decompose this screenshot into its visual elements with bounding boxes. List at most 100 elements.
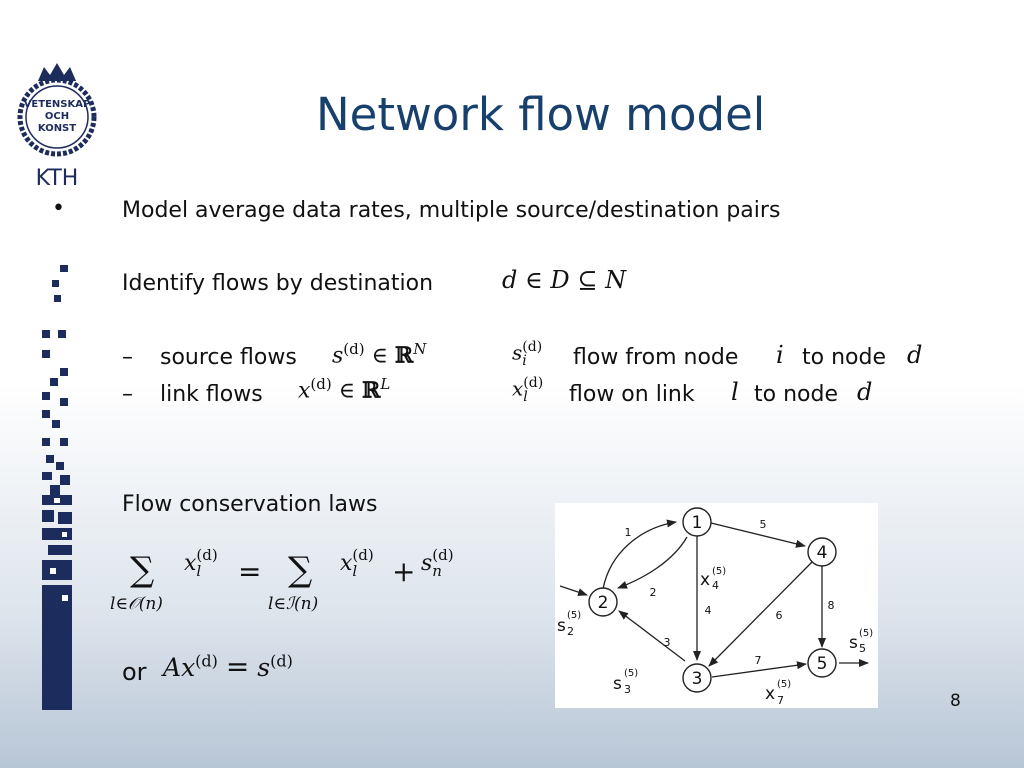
source-flow-element: s(d)i [512, 340, 542, 368]
node-2: 2 [598, 593, 609, 613]
math-link-l: l [731, 378, 739, 406]
math-sup-d: (d) [522, 339, 543, 355]
var-s2: s [557, 616, 566, 636]
math-sub-l: l [196, 561, 202, 580]
label-to-node-1: to node [802, 345, 886, 370]
math-sum-1-index: l∈𝒪(n) [110, 594, 163, 614]
math-plus: + [392, 555, 416, 588]
math-sup-d: (d) [196, 546, 218, 564]
math-sup-d: (d) [343, 340, 365, 358]
link-flow-formula: x(d) ∈ ℝL [298, 375, 390, 403]
math-s: s [421, 550, 433, 576]
link-flow-element: x(d)l [512, 376, 543, 404]
edge-label-5: 5 [760, 518, 767, 531]
math-sup-d: (d) [352, 546, 374, 564]
kth-logo: VETENSKAP OCH KONST KTH [17, 63, 97, 190]
math-reals: ℝ [362, 377, 381, 404]
node-circle-3 [682, 663, 712, 693]
edge-label-2: 2 [650, 586, 657, 599]
var-x7-sub: 7 [777, 694, 784, 707]
math-node-i: i [776, 341, 784, 369]
math-sub-l: l [352, 561, 358, 580]
node-5: 5 [817, 654, 828, 674]
node-circle-5 [807, 648, 837, 678]
page-number: 8 [950, 691, 961, 711]
math-reals: ℝ [394, 342, 414, 369]
label-link-flows: link flows [160, 382, 263, 407]
math-sub-i: i [522, 353, 527, 369]
math-node-d-1: d [907, 341, 923, 369]
math-s: s [512, 340, 523, 365]
node-circle-2 [588, 587, 618, 617]
edge-1 [602, 519, 677, 590]
conservation-lhs-term: x(d)l [184, 546, 218, 580]
matrix-form-formula: Ax(d) = s(d) [163, 650, 293, 683]
label-flow-on-link: flow on link [569, 382, 695, 407]
math-sup-d: (d) [270, 651, 293, 671]
math-sup-d: (d) [432, 546, 454, 564]
math-sum-2-index: l∈ℐ(n) [268, 594, 319, 614]
edge-2 [617, 536, 688, 589]
math-sum-1: ∑ [130, 550, 155, 590]
label-source-flows: source flows [160, 345, 297, 370]
math-s: s [332, 343, 344, 369]
slide-title: Network flow model [316, 88, 766, 141]
math-x: x [512, 376, 524, 401]
edge-3 [618, 610, 686, 662]
var-s2-sup: (5) [567, 610, 581, 621]
math-sup-d: (d) [195, 651, 218, 671]
math-equals: = [225, 650, 250, 683]
math-in: ∈ [525, 266, 543, 294]
var-s2-sub: 2 [567, 625, 574, 638]
logo-wordmark: KTH [36, 166, 79, 190]
var-s5-sub: 5 [859, 642, 866, 655]
logo-text-1: VETENSKAP [24, 99, 91, 110]
node-circle-1 [682, 507, 712, 537]
math-s: s [257, 653, 271, 682]
conservation-rhs-term: x(d)l [340, 546, 374, 580]
var-x7: x [765, 684, 775, 704]
math-a: A [163, 653, 182, 682]
math-cal-d: D [550, 266, 570, 294]
node-3: 3 [692, 669, 703, 689]
edge-label-3: 3 [664, 636, 671, 649]
math-x: x [340, 550, 353, 576]
crown-icon [38, 63, 76, 81]
math-in: ∈ [338, 378, 356, 404]
edge-6 [708, 560, 814, 667]
edge-label-6: 6 [776, 609, 783, 622]
math-x: x [181, 653, 196, 682]
network-diagram: 1 2 3 4 5 1 2 3 4 5 6 7 8 x (5) 4 s (5) … [555, 503, 878, 708]
logo-text-3: KONST [38, 123, 76, 134]
math-sub-n: n [432, 561, 442, 580]
edge-label-1: 1 [625, 526, 632, 539]
math-sup-d: (d) [523, 375, 544, 391]
var-s3-sup: (5) [624, 668, 638, 679]
label-flow-conservation: Flow conservation laws [122, 492, 378, 517]
label-flow-from-node: flow from node [573, 345, 739, 370]
line-identify-flows: Identify flows by destination [122, 271, 434, 296]
conservation-source-term: s(d)n [421, 546, 454, 580]
var-s3-sub: 3 [624, 683, 631, 696]
var-x7-sup: (5) [777, 679, 791, 690]
var-s5-sup: (5) [859, 628, 873, 639]
math-sub-l: l [523, 389, 528, 405]
node-4: 4 [817, 543, 828, 563]
math-node-d-2: d [857, 378, 873, 406]
dash-1: – [122, 345, 133, 370]
var-x4: x [700, 570, 710, 590]
math-subseteq: ⊆ [577, 266, 598, 294]
edge-inflow-2 [559, 585, 588, 596]
label-or: or [122, 658, 147, 686]
var-x4-sub: 4 [712, 579, 719, 592]
edge-5 [710, 522, 806, 548]
math-sup-l: L [380, 375, 391, 393]
edge-label-8: 8 [828, 599, 835, 612]
edge-label-7: 7 [755, 654, 762, 667]
edge-7 [711, 661, 807, 678]
dash-2: – [122, 382, 133, 407]
logo-text-2: OCH [45, 111, 69, 122]
bullet-icon: • [52, 196, 65, 221]
line-model-average: Model average data rates, multiple sourc… [122, 198, 781, 223]
math-sup-n: N [413, 340, 427, 358]
